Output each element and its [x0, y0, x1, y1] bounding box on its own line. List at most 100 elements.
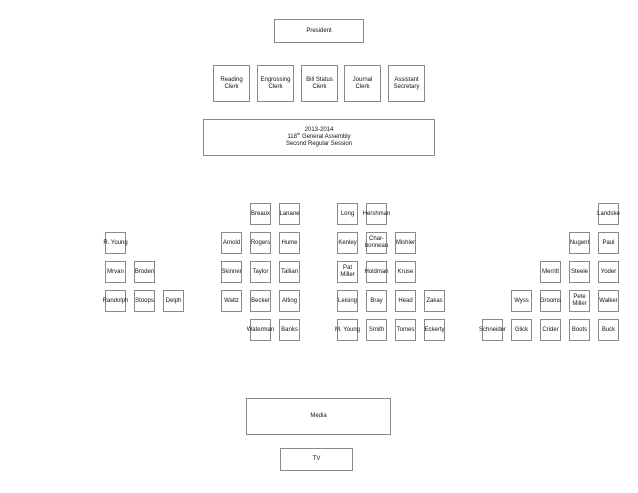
seat-label: Mishler [395, 239, 416, 246]
seat-lanane: Lanane [279, 203, 300, 225]
seat-label: Hume [281, 239, 298, 246]
seat-mishler: Mishler [395, 232, 416, 254]
session-years: 2013-2014 [304, 127, 334, 133]
seat-label: Becker [251, 297, 270, 304]
engrossing-clerk-box: Engrossing Clerk [257, 65, 294, 102]
seat-label: Delph [165, 297, 182, 304]
seat-long: Long [337, 203, 358, 225]
seat-steele: Steele [569, 261, 590, 283]
tv-label: TV [312, 456, 321, 462]
seat-label: Waltz [224, 297, 239, 304]
seat-pete-miller: Pete Miller [569, 290, 590, 312]
seat-label: Schneider [478, 326, 507, 333]
seat-label: Breaux [251, 210, 271, 217]
seat-label: Rogers [250, 239, 271, 246]
seat-label: Yoder [600, 268, 617, 275]
seat-label: Alting [281, 297, 297, 304]
seat-label: Walker [599, 297, 618, 304]
seat-label: Glick [514, 326, 529, 333]
seat-boots: Boots [569, 319, 590, 341]
seat-alting: Alting [279, 290, 300, 312]
seat-kenley: Kenley [337, 232, 358, 254]
seat-merritt: Merritt [540, 261, 561, 283]
tv-box: TV [280, 448, 353, 471]
seat-label: Crider [542, 326, 559, 333]
seat-hume: Hume [279, 232, 300, 254]
seat-label: Merritt [542, 268, 559, 275]
seat-skinner: Skinner [221, 261, 242, 283]
seat-stoops: Stoops [134, 290, 155, 312]
seat-eckerty: Eckerty [424, 319, 445, 341]
seat-label-line1: Pete [573, 294, 586, 300]
seat-m-young: M. Young [335, 319, 360, 341]
seat-label: Paul [602, 239, 615, 246]
seat-tallian: Tallian [279, 261, 300, 283]
seat-label: Long [340, 210, 355, 217]
seat-taylor: Taylor [250, 261, 271, 283]
seat-charbonneau: Char- bonneau [365, 232, 388, 254]
seat-label: Kenley [338, 239, 357, 246]
bill-status-clerk-box: Bill Status Clerk [301, 65, 338, 102]
seat-waltz: Waltz [221, 290, 242, 312]
seat-label: Banks [281, 326, 298, 333]
seat-yoder: Yoder [598, 261, 619, 283]
assistant-secretary-line1: Assistant [394, 76, 419, 83]
assistant-secretary-box: Assistant Secretary [388, 65, 425, 102]
seat-tomes: Tomes [395, 319, 416, 341]
seat-zakas: Zakas [424, 290, 445, 312]
seat-breaux: Breaux [250, 203, 271, 225]
seat-label: Tomes [396, 326, 415, 333]
seat-head: Head [395, 290, 416, 312]
seat-label: Kruse [397, 268, 414, 275]
engrossing-clerk-line2: Clerk [268, 83, 283, 90]
president-box: President [274, 19, 364, 43]
seat-label: Eckerty [424, 326, 445, 333]
seat-label: Tallian [280, 268, 298, 275]
assembly-number: 118 [287, 134, 297, 140]
seat-leising: Leising [337, 290, 358, 312]
seat-label: Lanane [279, 210, 300, 217]
seat-label: Wyss [514, 297, 529, 304]
bill-status-clerk-line1: Bill Status [306, 76, 333, 83]
session-name: Second Regular Session [285, 141, 353, 147]
seat-landske: Landske [597, 203, 620, 225]
seat-label: Nugent [569, 239, 590, 246]
seat-grooms: Grooms [540, 290, 561, 312]
reading-clerk-line1: Reading [220, 76, 243, 83]
seat-label: Waterman [246, 326, 275, 333]
seat-label: Head [398, 297, 413, 304]
seat-r-young: R. Young [103, 232, 128, 254]
seat-holdman: Holdman [364, 261, 389, 283]
seat-mrvan: Mrvan [105, 261, 126, 283]
seat-arnold: Arnold [221, 232, 242, 254]
seat-label: Buck [601, 326, 616, 333]
seat-label: Zakas [426, 297, 443, 304]
seat-label: Steele [570, 268, 588, 275]
seat-label: Stoops [135, 297, 154, 304]
seat-label: Randolph [102, 297, 129, 304]
seat-label: Boots [571, 326, 588, 333]
seat-label: Arnold [222, 239, 241, 246]
journal-clerk-line2: Clerk [355, 83, 370, 90]
seat-crider: Crider [540, 319, 561, 341]
seat-pat-miller: Pat Miller [337, 261, 358, 283]
seat-nugent: Nugent [569, 232, 590, 254]
reading-clerk-line2: Clerk [224, 83, 239, 90]
seat-kruse: Kruse [395, 261, 416, 283]
seat-label: Holdman [364, 268, 389, 275]
journal-clerk-box: Journal Clerk [344, 65, 381, 102]
seat-label: Skinner [221, 268, 242, 275]
session-box: 2013-2014 118th General Assembly Second … [203, 119, 435, 156]
journal-clerk-line1: Journal [352, 76, 373, 83]
seat-walker: Walker [598, 290, 619, 312]
seat-banks: Banks [279, 319, 300, 341]
bill-status-clerk-line2: Clerk [312, 83, 327, 90]
seat-label: Mrvan [107, 268, 124, 275]
seat-rogers: Rogers [250, 232, 271, 254]
seat-buck: Buck [598, 319, 619, 341]
seat-label: Bray [370, 297, 383, 304]
seat-label: Hershman [362, 210, 391, 217]
president-label: President [306, 27, 332, 34]
seat-randolph: Randolph [102, 290, 129, 312]
seat-smith: Smith [366, 319, 387, 341]
